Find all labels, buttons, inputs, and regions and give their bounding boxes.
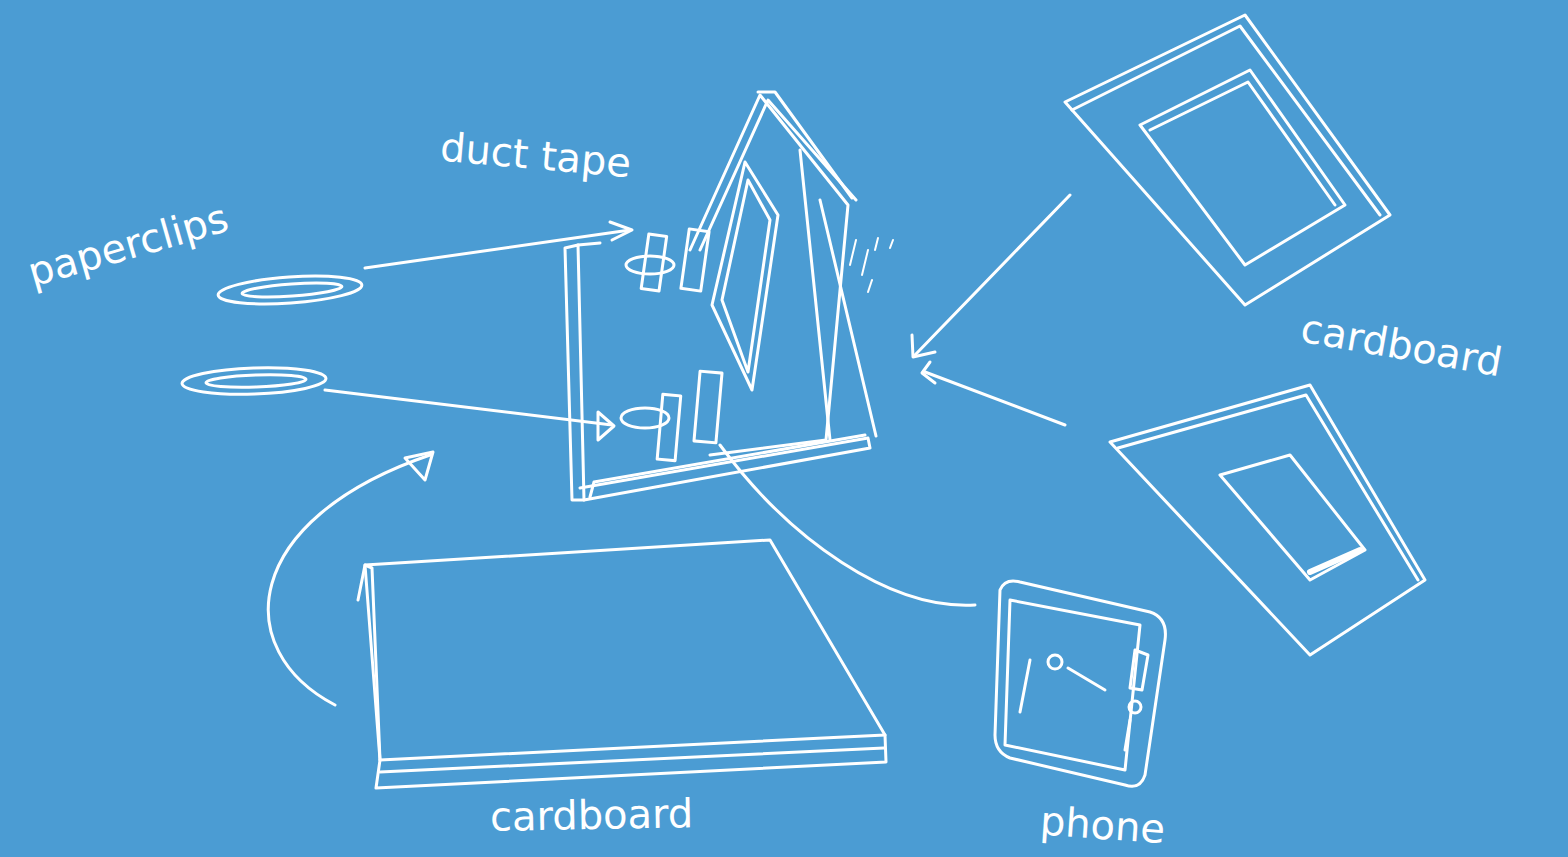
leader-arrow xyxy=(912,195,1070,425)
part-label: duct tape xyxy=(439,127,633,184)
part-label: cardboard xyxy=(1298,308,1505,383)
cardboard-frame xyxy=(1065,15,1390,305)
stand-frame xyxy=(690,92,856,455)
leader-line xyxy=(720,445,975,605)
paperclip xyxy=(217,272,362,308)
cardboard-base xyxy=(358,540,886,788)
part-label: phone xyxy=(1039,801,1167,850)
phone xyxy=(995,581,1165,786)
paperclip xyxy=(182,365,327,396)
leader-arrow xyxy=(325,222,632,440)
part-label: cardboard xyxy=(490,793,694,837)
duct-tape xyxy=(621,229,722,461)
motion-lines xyxy=(850,238,893,292)
curved-arrow xyxy=(268,452,433,705)
part-label: paperclips xyxy=(23,197,232,292)
